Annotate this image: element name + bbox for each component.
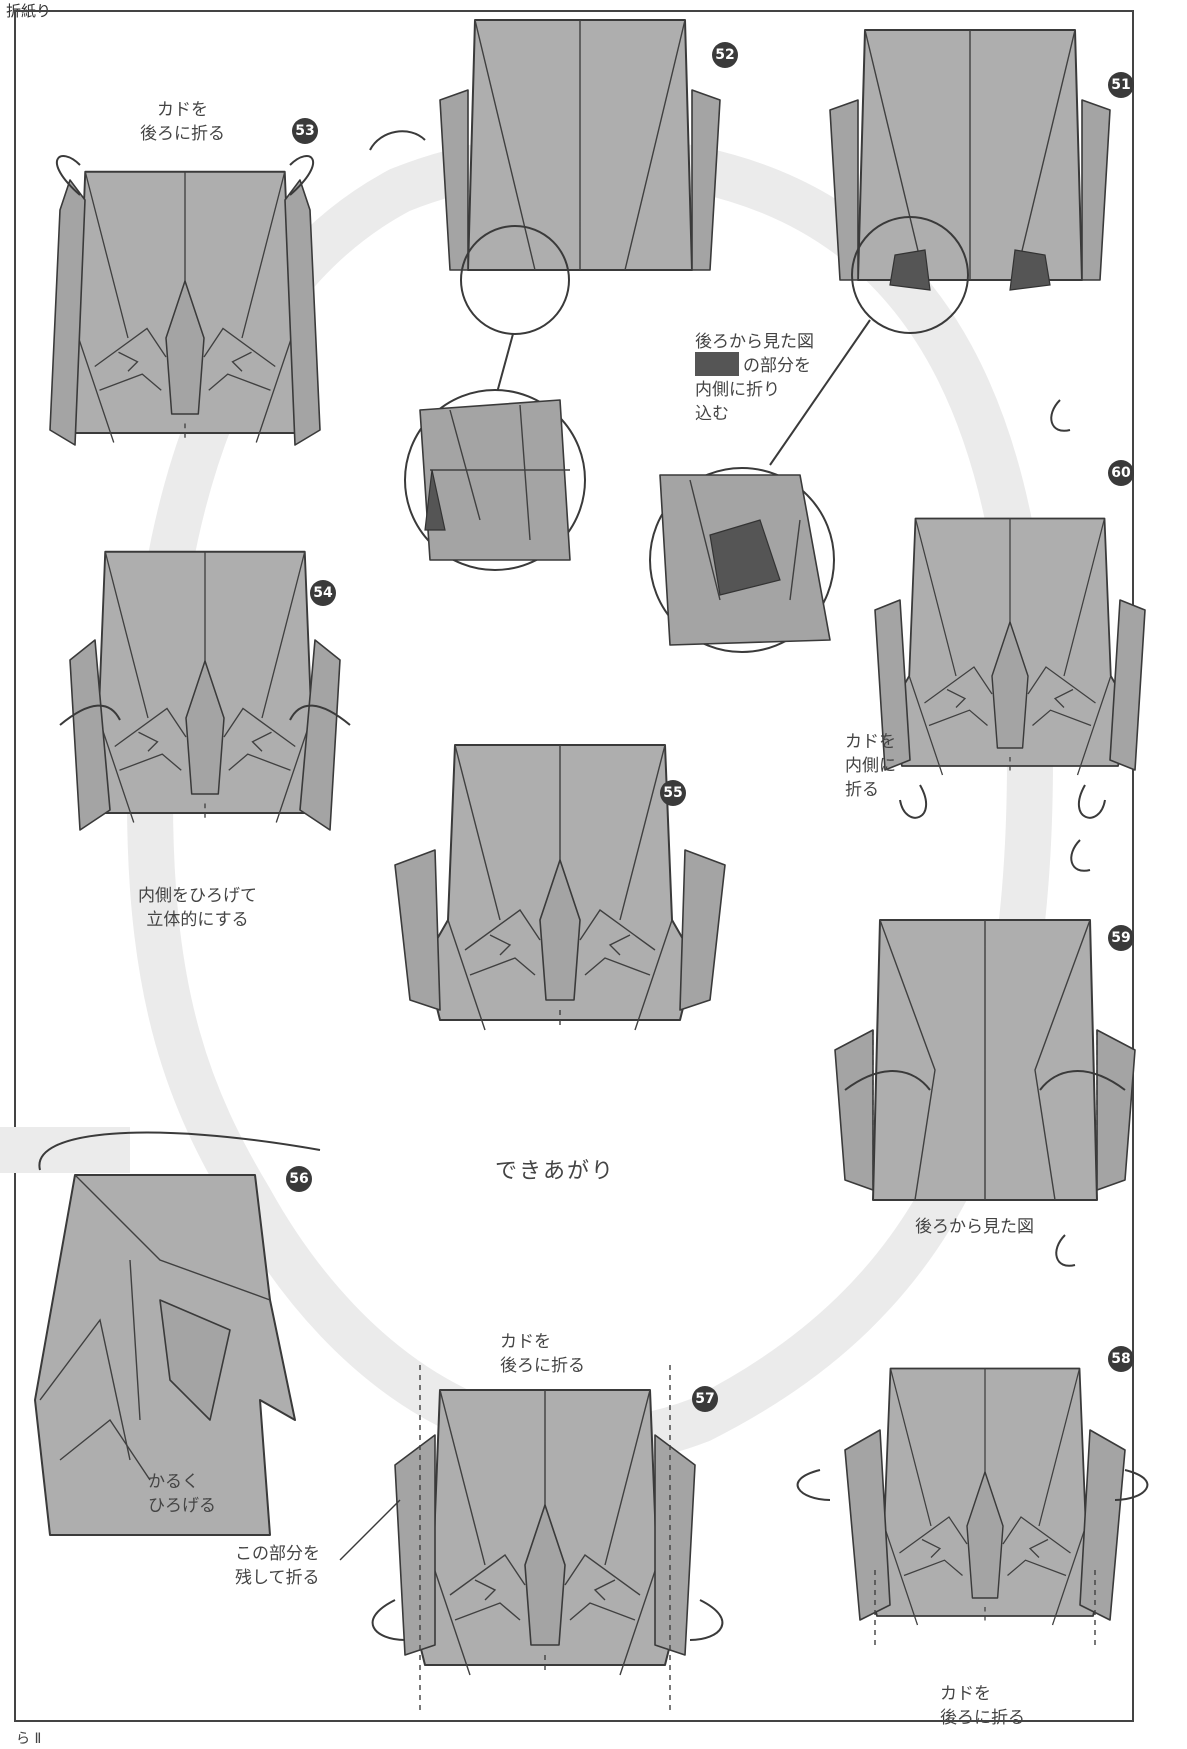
- shade-swatch: [695, 352, 739, 376]
- magnify-circle-icon: [649, 216, 969, 653]
- magnify-circle-icon: [404, 225, 586, 571]
- step-58-figure: [844, 1367, 1126, 1650]
- page-frame: [14, 10, 1134, 1722]
- step-number-60: 60: [1108, 460, 1134, 486]
- step-58-note: カドを 後ろに折る: [940, 1684, 1025, 1728]
- finished-caption: できあがり: [495, 1159, 616, 1184]
- step-60-note: カドを 内側に 折る: [845, 732, 896, 800]
- step-53-note: カドを 後ろに折る: [140, 100, 225, 144]
- step-57-figure: [394, 1365, 696, 1715]
- turn-over-icon: [369, 130, 1091, 1267]
- step-number-55: 55: [660, 780, 686, 806]
- step-number-59: 59: [1108, 925, 1134, 951]
- step-number-57: 57: [692, 1386, 718, 1412]
- step-51-figure: [829, 29, 1111, 291]
- step-number-54: 54: [310, 580, 336, 606]
- step-number-56: 56: [286, 1166, 312, 1192]
- step-number-51: 51: [1108, 72, 1134, 98]
- step-54-figure: [69, 550, 341, 831]
- step-57-left-note: この部分を 残して折る: [235, 1544, 320, 1588]
- step-59-caption: 後ろから見た図: [915, 1217, 1034, 1237]
- step-56-note: かるく ひろげる: [148, 1472, 216, 1516]
- step-52-figure: [439, 19, 721, 271]
- page-footer: ら Ⅱ: [16, 1731, 42, 1747]
- step-number-53: 53: [292, 118, 318, 144]
- step-51-note: 後ろから見た図 の部分を 内側に折り 込む: [695, 332, 814, 424]
- step-56-figure: [34, 1174, 296, 1536]
- step-60-figure: [874, 517, 1146, 776]
- step-55-figure: [394, 744, 726, 1031]
- step-59-figure: [834, 919, 1136, 1201]
- fold-arrow-icon: [844, 1070, 931, 1091]
- step-number-52: 52: [712, 42, 738, 68]
- step-54-note: 内側をひろげて 立体的にする: [138, 886, 257, 930]
- step-57-top-note: カドを 後ろに折る: [500, 1332, 585, 1376]
- step-number-58: 58: [1108, 1346, 1134, 1372]
- fold-arrow-icon: [1039, 1070, 1126, 1091]
- step-53-figure: [49, 170, 321, 446]
- fold-arrow-icon: [38, 155, 1149, 1641]
